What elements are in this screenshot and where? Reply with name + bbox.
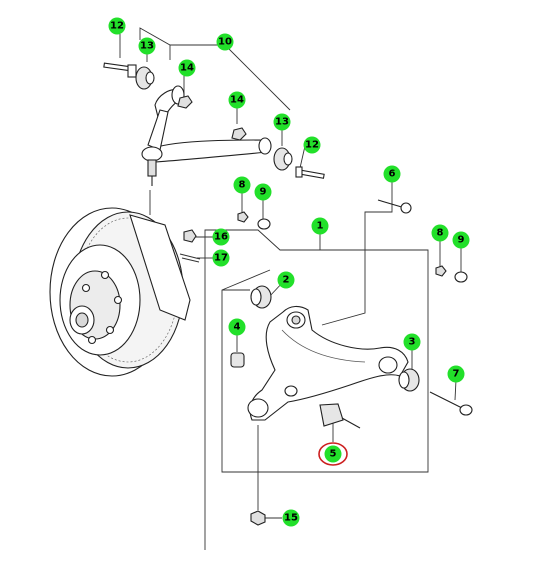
callout-9[interactable]: 9 bbox=[254, 183, 272, 201]
svg-text:9: 9 bbox=[260, 187, 267, 198]
callout-16[interactable]: 16 bbox=[212, 228, 230, 246]
svg-text:16: 16 bbox=[214, 232, 228, 243]
svg-text:1: 1 bbox=[317, 221, 324, 232]
upper-control-arm bbox=[141, 85, 272, 186]
callout-17[interactable]: 17 bbox=[212, 249, 230, 267]
svg-text:14: 14 bbox=[180, 63, 194, 74]
svg-text:15: 15 bbox=[284, 513, 298, 524]
svg-text:14: 14 bbox=[230, 95, 244, 106]
callout-12[interactable]: 12 bbox=[303, 136, 321, 154]
upper-arm-hardware bbox=[103, 62, 325, 179]
callout-3[interactable]: 3 bbox=[403, 333, 421, 351]
callout-bubbles: 12 10 13 14 14 13 12 6 bbox=[108, 17, 470, 527]
callout-1[interactable]: 1 bbox=[311, 217, 329, 235]
svg-text:12: 12 bbox=[110, 21, 124, 32]
callout-14[interactable]: 14 bbox=[228, 91, 246, 109]
callout-8[interactable]: 8 bbox=[233, 176, 251, 194]
callout-13[interactable]: 13 bbox=[273, 113, 291, 131]
callout-15[interactable]: 15 bbox=[282, 509, 300, 527]
callout-2[interactable]: 2 bbox=[277, 271, 295, 289]
svg-text:4: 4 bbox=[234, 322, 241, 333]
svg-text:2: 2 bbox=[283, 275, 290, 286]
lower-arm-hardware bbox=[179, 199, 473, 526]
lower-control-arm bbox=[247, 305, 409, 421]
callout-6[interactable]: 6 bbox=[383, 165, 401, 183]
svg-text:9: 9 bbox=[458, 235, 465, 246]
callout-8[interactable]: 8 bbox=[431, 224, 449, 242]
svg-text:6: 6 bbox=[389, 169, 396, 180]
callout-10[interactable]: 10 bbox=[216, 33, 234, 51]
svg-text:13: 13 bbox=[275, 117, 289, 128]
svg-text:7: 7 bbox=[453, 369, 460, 380]
brake-disc-hub-assembly bbox=[49, 207, 191, 377]
svg-text:8: 8 bbox=[239, 180, 246, 191]
svg-text:13: 13 bbox=[140, 41, 154, 52]
svg-text:8: 8 bbox=[437, 228, 444, 239]
leader-lines bbox=[119, 27, 462, 550]
callout-9[interactable]: 9 bbox=[452, 231, 470, 249]
callout-4[interactable]: 4 bbox=[228, 318, 246, 336]
callout-5[interactable]: 5 bbox=[318, 442, 348, 466]
callout-14[interactable]: 14 bbox=[178, 59, 196, 77]
callout-13[interactable]: 13 bbox=[138, 37, 156, 55]
svg-text:17: 17 bbox=[214, 253, 228, 264]
svg-text:12: 12 bbox=[305, 140, 319, 151]
callout-12[interactable]: 12 bbox=[108, 17, 126, 35]
svg-text:10: 10 bbox=[218, 37, 232, 48]
svg-text:3: 3 bbox=[409, 337, 416, 348]
callout-7[interactable]: 7 bbox=[447, 365, 465, 383]
svg-text:5: 5 bbox=[330, 449, 337, 460]
